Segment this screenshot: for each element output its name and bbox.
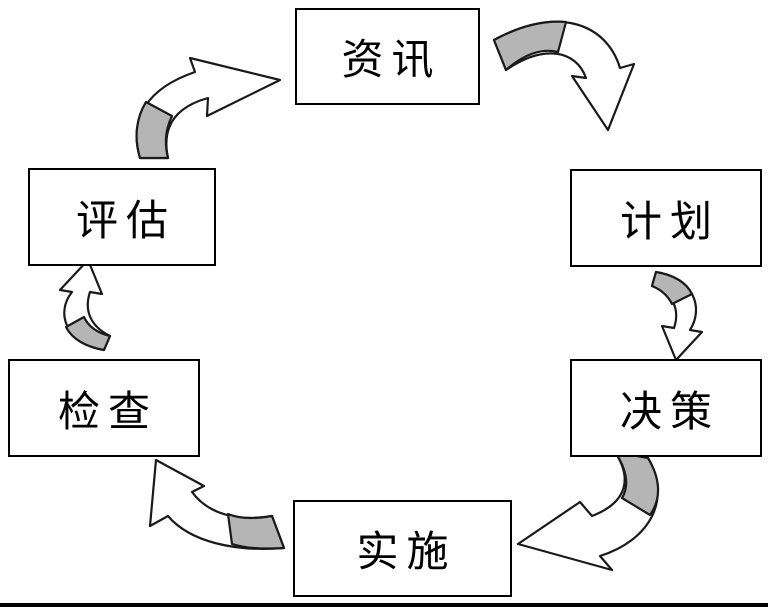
arrow-info-to-plan	[492, 20, 636, 132]
arrow-tail-shade	[650, 270, 694, 306]
arrow-tail-shade	[135, 100, 174, 160]
arrow-decision-to-implement	[516, 450, 660, 572]
node-plan-label: 计划	[619, 196, 720, 246]
node-info-label: 资讯	[341, 35, 442, 84]
arrow-check-to-evaluate	[58, 258, 112, 352]
bottom-border-line	[0, 603, 768, 607]
node-implement-label: 实施	[356, 527, 457, 576]
node-implement: 实施	[293, 500, 512, 597]
node-check: 检查	[8, 359, 200, 457]
arrow-tail-shade	[226, 512, 286, 550]
node-evaluate-label: 评估	[75, 195, 176, 245]
node-plan: 计划	[570, 169, 762, 267]
node-decision: 决策	[570, 359, 762, 457]
node-decision-label: 决策	[619, 386, 720, 436]
arrow-evaluate-to-info	[135, 56, 282, 160]
arrow-tail-shade	[64, 315, 112, 352]
arrow-tail-shade	[613, 450, 660, 517]
node-evaluate: 评估	[28, 168, 216, 266]
node-info: 资讯	[295, 8, 480, 105]
arrow-plan-to-decision	[650, 270, 704, 362]
node-check-label: 检查	[57, 386, 158, 436]
arrow-implement-to-check	[148, 458, 286, 550]
arrow-tail-shade	[492, 20, 568, 72]
